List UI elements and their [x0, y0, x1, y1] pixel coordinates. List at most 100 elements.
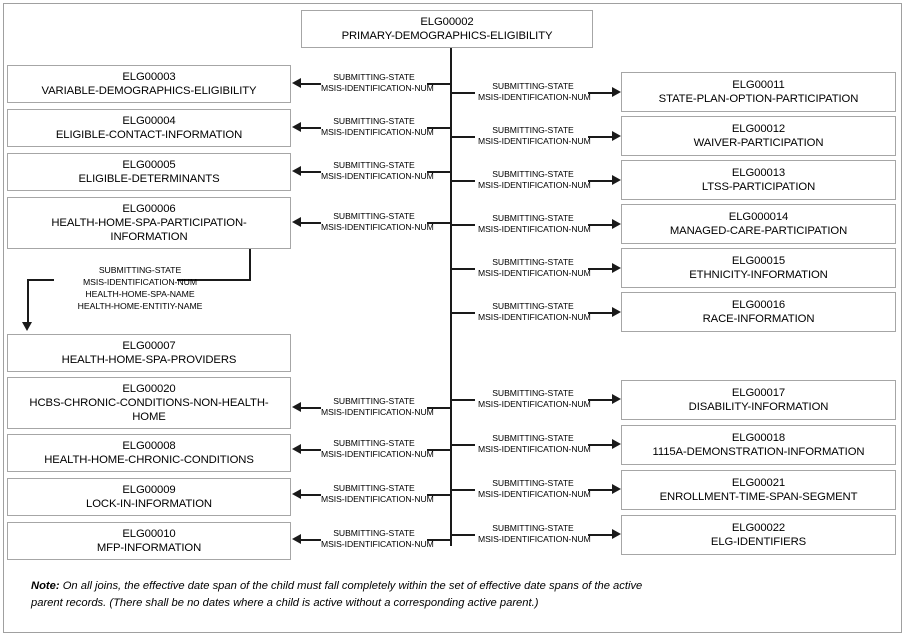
entity-name: RACE-INFORMATION [702, 313, 815, 325]
arrowhead-left-elg00010 [292, 534, 301, 544]
entity-id: ELG00016 [731, 298, 786, 311]
connector-right-elg00016 [450, 312, 475, 314]
entity-box-elg00003[interactable]: ELG00003 VARIABLE-DEMOGRAPHICS-ELIGIBILI… [7, 65, 291, 103]
entity-name: ENROLLMENT-TIME-SPAN-SEGMENT [659, 491, 858, 503]
note-label: Note: [31, 580, 60, 592]
entity-box-root[interactable]: ELG00002 PRIMARY-DEMOGRAPHICS-ELIGIBILIT… [301, 10, 593, 48]
connector-right-elg00022 [450, 534, 475, 536]
entity-name: MANAGED-CARE-PARTICIPATION [669, 225, 848, 237]
diagram-note: Note: On all joins, the effective date s… [31, 578, 656, 612]
connector-left-elg00006 [427, 222, 452, 224]
entity-box-elg00013[interactable]: ELG00013 LTSS-PARTICIPATION [621, 160, 896, 200]
entity-box-elg00005[interactable]: ELG00005 ELIGIBLE-DETERMINANTS [7, 153, 291, 191]
entity-box-elg00016[interactable]: ELG00016 RACE-INFORMATION [621, 292, 896, 332]
hh-key-line1: SUBMITTING-STATE [98, 265, 182, 275]
central-spine-line [450, 70, 452, 546]
hh-connector-horizontal [177, 279, 251, 281]
entity-name: MFP-INFORMATION [96, 542, 202, 554]
entity-box-elg00017[interactable]: ELG00017 DISABILITY-INFORMATION [621, 380, 896, 420]
join-key-line2: MSIS-IDENTIFICATION-NUM [478, 136, 591, 147]
join-key-line2: MSIS-IDENTIFICATION-NUM [478, 489, 591, 500]
join-key-line1: SUBMITTING-STATE [333, 72, 415, 82]
entity-name: ELIGIBLE-DETERMINANTS [78, 173, 220, 185]
join-key-label-elg00022: SUBMITTING-STATE MSIS-IDENTIFICATION-NUM [478, 523, 591, 546]
connector-left-elg00003 [427, 83, 452, 85]
connector-left-shaft-elg00020 [301, 407, 321, 409]
entity-box-elg00008[interactable]: ELG00008 HEALTH-HOME-CHRONIC-CONDITIONS [7, 434, 291, 472]
connector-right-shaft-elg00016 [588, 312, 613, 314]
join-key-line2: MSIS-IDENTIFICATION-NUM [478, 534, 591, 545]
entity-box-elg00015[interactable]: ELG00015 ETHNICITY-INFORMATION [621, 248, 896, 288]
connector-right-elg00013 [450, 180, 475, 182]
entity-name: LTSS-PARTICIPATION [701, 181, 816, 193]
connector-left-elg00008 [427, 449, 452, 451]
join-key-line2: MSIS-IDENTIFICATION-NUM [321, 494, 434, 505]
connector-left-shaft-elg00008 [301, 449, 321, 451]
entity-name: HEALTH-HOME-SPA-PROVIDERS [61, 354, 237, 366]
entity-box-elg00022[interactable]: ELG00022 ELG-IDENTIFIERS [621, 515, 896, 555]
connector-right-shaft-elg00018 [588, 444, 613, 446]
join-key-line2: MSIS-IDENTIFICATION-NUM [478, 399, 591, 410]
join-key-line2: MSIS-IDENTIFICATION-NUM [321, 83, 434, 94]
hh-connector-down-to-elg00007 [27, 279, 29, 324]
arrowhead-left-elg00003 [292, 78, 301, 88]
arrowhead-down-elg00007 [22, 322, 32, 331]
connector-right-shaft-elg00012 [588, 136, 613, 138]
root-stem-line [450, 48, 452, 72]
entity-box-elg00007[interactable]: ELG00007 HEALTH-HOME-SPA-PROVIDERS [7, 334, 291, 372]
entity-box-elg00010[interactable]: ELG00010 MFP-INFORMATION [7, 522, 291, 560]
connector-left-shaft-elg00004 [301, 127, 321, 129]
entity-box-elg00009[interactable]: ELG00009 LOCK-IN-INFORMATION [7, 478, 291, 516]
entity-box-elg000014[interactable]: ELG000014 MANAGED-CARE-PARTICIPATION [621, 204, 896, 244]
entity-name: ETHNICITY-INFORMATION [689, 269, 828, 281]
entity-id: ELG00018 [731, 431, 786, 444]
join-key-line1: SUBMITTING-STATE [492, 388, 574, 398]
connector-right-elg00017 [450, 399, 475, 401]
join-key-label-elg00010: SUBMITTING-STATE MSIS-IDENTIFICATION-NUM [321, 528, 434, 551]
entity-name: PRIMARY-DEMOGRAPHICS-ELIGIBILITY [341, 30, 553, 42]
arrowhead-right-elg00017 [612, 394, 621, 404]
join-key-line1: SUBMITTING-STATE [492, 213, 574, 223]
join-key-line1: SUBMITTING-STATE [333, 396, 415, 406]
entity-id: ELG00011 [732, 78, 785, 91]
connector-right-shaft-elg00011 [588, 92, 613, 94]
connector-left-elg00010 [427, 539, 452, 541]
join-key-line2: MSIS-IDENTIFICATION-NUM [478, 444, 591, 455]
arrowhead-left-elg00006 [292, 217, 301, 227]
diagram-outer-frame [3, 3, 902, 633]
entity-box-elg00018[interactable]: ELG00018 1115A-DEMONSTRATION-INFORMATION [621, 425, 896, 465]
entity-box-elg00021[interactable]: ELG00021 ENROLLMENT-TIME-SPAN-SEGMENT [621, 470, 896, 510]
connector-left-elg00004 [427, 127, 452, 129]
entity-box-elg00004[interactable]: ELG00004 ELIGIBLE-CONTACT-INFORMATION [7, 109, 291, 147]
arrowhead-right-elg00016 [612, 307, 621, 317]
arrowhead-left-elg00005 [292, 166, 301, 176]
entity-box-elg00011[interactable]: ELG00011 STATE-PLAN-OPTION-PARTICIPATION [621, 72, 896, 112]
connector-right-elg00015 [450, 268, 475, 270]
arrowhead-right-elg00012 [612, 131, 621, 141]
connector-right-shaft-elg00017 [588, 399, 613, 401]
connector-left-elg00020 [427, 407, 452, 409]
arrowhead-right-elg00018 [612, 439, 621, 449]
connector-right-shaft-elg000014 [588, 224, 613, 226]
entity-box-elg00012[interactable]: ELG00012 WAIVER-PARTICIPATION [621, 116, 896, 156]
join-key-label-elg00004: SUBMITTING-STATE MSIS-IDENTIFICATION-NUM [321, 116, 434, 139]
join-key-line2: MSIS-IDENTIFICATION-NUM [321, 127, 434, 138]
entity-name: VARIABLE-DEMOGRAPHICS-ELIGIBILITY [41, 85, 257, 97]
join-key-line2: MSIS-IDENTIFICATION-NUM [321, 222, 434, 233]
join-key-label-elg00008: SUBMITTING-STATE MSIS-IDENTIFICATION-NUM [321, 438, 434, 461]
join-key-line2: MSIS-IDENTIFICATION-NUM [321, 407, 434, 418]
join-key-label-elg00015: SUBMITTING-STATE MSIS-IDENTIFICATION-NUM [478, 257, 591, 280]
entity-box-elg00006[interactable]: ELG00006 HEALTH-HOME-SPA-PARTICIPATION-I… [7, 197, 291, 249]
arrowhead-right-elg000014 [612, 219, 621, 229]
join-key-label-elg00003: SUBMITTING-STATE MSIS-IDENTIFICATION-NUM [321, 72, 434, 95]
entity-id: ELG00008 [122, 439, 176, 452]
entity-id: ELG00004 [122, 114, 176, 127]
entity-box-elg00020[interactable]: ELG00020 HCBS-CHRONIC-CONDITIONS-NON-HEA… [7, 377, 291, 429]
connector-left-shaft-elg00006 [301, 222, 321, 224]
hh-connector-horizontal-left [27, 279, 54, 281]
entity-id: ELG00007 [122, 339, 176, 352]
join-key-label-elg000014: SUBMITTING-STATE MSIS-IDENTIFICATION-NUM [478, 213, 591, 236]
entity-name: LOCK-IN-INFORMATION [86, 498, 212, 510]
arrowhead-right-elg00022 [612, 529, 621, 539]
join-key-line2: MSIS-IDENTIFICATION-NUM [478, 180, 591, 191]
